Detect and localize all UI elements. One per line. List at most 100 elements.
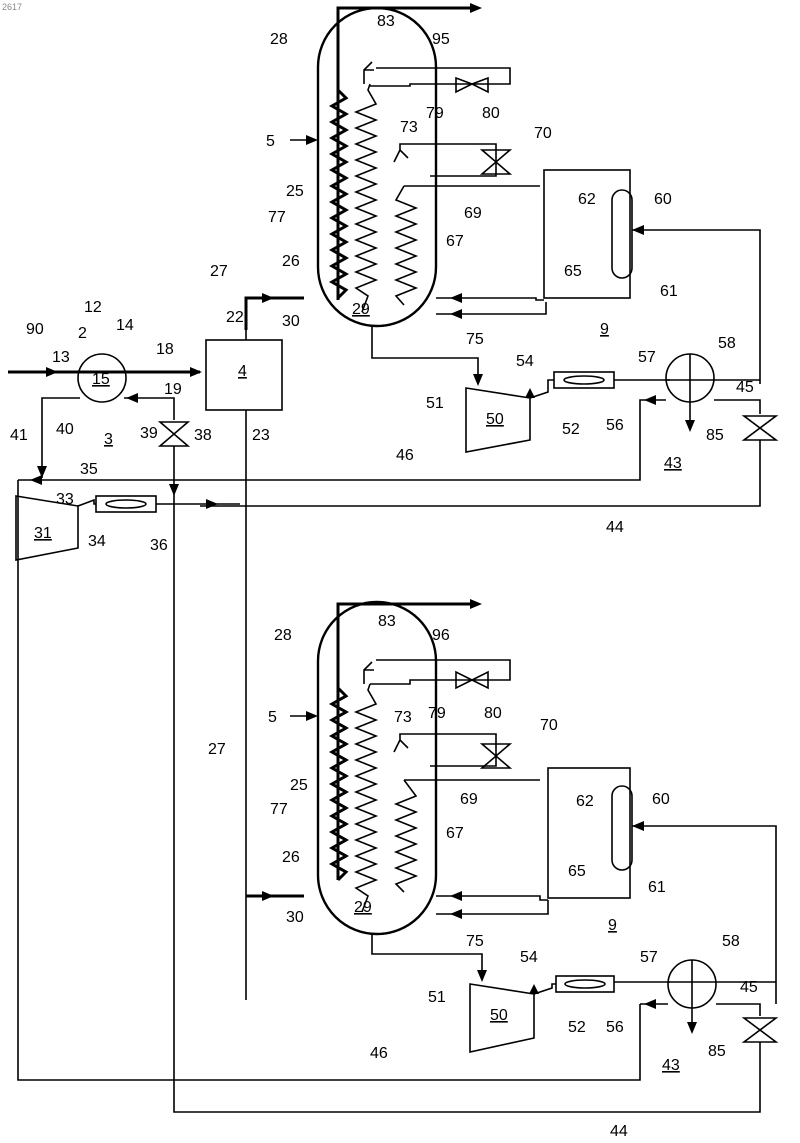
label-43: 43 [664,455,682,472]
label-50-prime: 50 [490,1007,508,1024]
valve-45 [744,416,776,440]
label-70-prime: 70 [540,717,558,734]
label-85-prime: 85 [708,1043,726,1060]
label-35: 35 [80,461,98,478]
spray-83-prime [364,662,374,684]
arrow-85 [685,420,695,432]
label-54: 54 [516,353,534,370]
label-41: 41 [10,427,28,444]
label-36: 36 [150,537,168,554]
arrow-30 [473,374,483,386]
label-25-prime: 25 [290,777,308,794]
line-19 [124,398,174,420]
label-12: 12 [84,299,102,316]
valve-45-prime [744,1018,776,1042]
line-34 [78,500,96,506]
reflux-line-79 [370,68,510,86]
label-61-prime: 61 [648,879,666,896]
label-27: 27 [210,263,228,280]
label-80: 80 [482,105,500,122]
label-85: 85 [706,427,724,444]
label-30-prime: 30 [286,909,304,926]
label-52-prime: 52 [568,1019,586,1036]
reflux-line-79-prime [370,660,510,684]
arrow-75-prime [450,909,462,919]
label-96: 96 [432,627,450,644]
label-26: 26 [282,253,300,270]
line-75 [436,302,546,314]
label-79-prime: 79 [428,705,446,722]
coil-77 [356,84,376,312]
spray-83 [364,62,374,84]
label-9: 9 [600,321,609,338]
label-5-prime: 5 [268,709,277,726]
label-95: 95 [432,31,450,48]
line-75-prime [436,900,548,914]
label-57-prime: 57 [640,949,658,966]
arrow-46-in [30,475,42,485]
label-25: 25 [286,183,304,200]
label-45-prime: 45 [740,979,758,996]
label-62-prime: 62 [576,793,594,810]
line-40 [42,398,80,478]
arrow-5 [306,135,318,145]
label-73: 73 [400,119,418,136]
valve-38 [160,422,188,446]
label-70: 70 [534,125,552,142]
label-56: 56 [606,417,624,434]
label-58: 58 [718,335,736,352]
arrow-35 [206,499,218,509]
label-33: 33 [56,491,74,508]
separator-60-prime [612,786,632,870]
label-67-prime: 67 [446,825,464,842]
reflux-line-70-prime [420,734,496,766]
coil-67-prime [396,780,416,892]
line-44-prime [174,446,760,1112]
coil-67 [396,186,416,305]
valve-80 [456,78,488,92]
cooler-36-fan [106,500,146,508]
label-46: 46 [396,447,414,464]
arrow-95 [470,3,482,13]
label-60-prime: 60 [652,791,670,808]
label-9-prime: 9 [608,917,617,934]
label-19: 19 [164,381,182,398]
line-45 [714,400,760,414]
label-61: 61 [660,283,678,300]
line-45-prime [716,1004,760,1016]
arrow-90a [46,367,58,377]
label-79: 79 [426,105,444,122]
label-18: 18 [156,341,174,358]
cooler-56-prime-fan [565,980,605,988]
label-13: 13 [52,349,70,366]
label-28-prime: 28 [274,627,292,644]
label-44-prime: 44 [610,1123,628,1140]
label-50: 50 [486,411,504,428]
separator-box-9 [544,170,630,298]
label-3: 3 [104,431,113,448]
separator-60 [612,190,632,278]
label-14: 14 [116,317,134,334]
label-65: 65 [564,263,582,280]
left-labels: 12 90 2 14 13 15 18 19 4 40 39 38 23 41 … [10,299,270,554]
label-75: 75 [466,331,484,348]
label-23: 23 [252,427,270,444]
label-69-prime: 69 [460,791,478,808]
cooler-36 [96,496,156,512]
line-58-prime-return [632,826,776,1004]
arrow-65 [450,293,462,303]
label-34: 34 [88,533,106,550]
label-54-prime: 54 [520,949,538,966]
label-67: 67 [446,233,464,250]
label-15: 15 [92,371,110,388]
label-62: 62 [578,191,596,208]
label-46-prime: 46 [370,1045,388,1062]
label-60: 60 [654,191,672,208]
label-28: 28 [270,31,288,48]
upper-labels: 28 83 95 79 80 5 73 70 25 69 77 62 60 67… [210,13,754,536]
label-77: 77 [268,209,286,226]
label-40: 40 [56,421,74,438]
cooler-56-fan [564,376,604,384]
spray-73-prime [394,734,420,752]
